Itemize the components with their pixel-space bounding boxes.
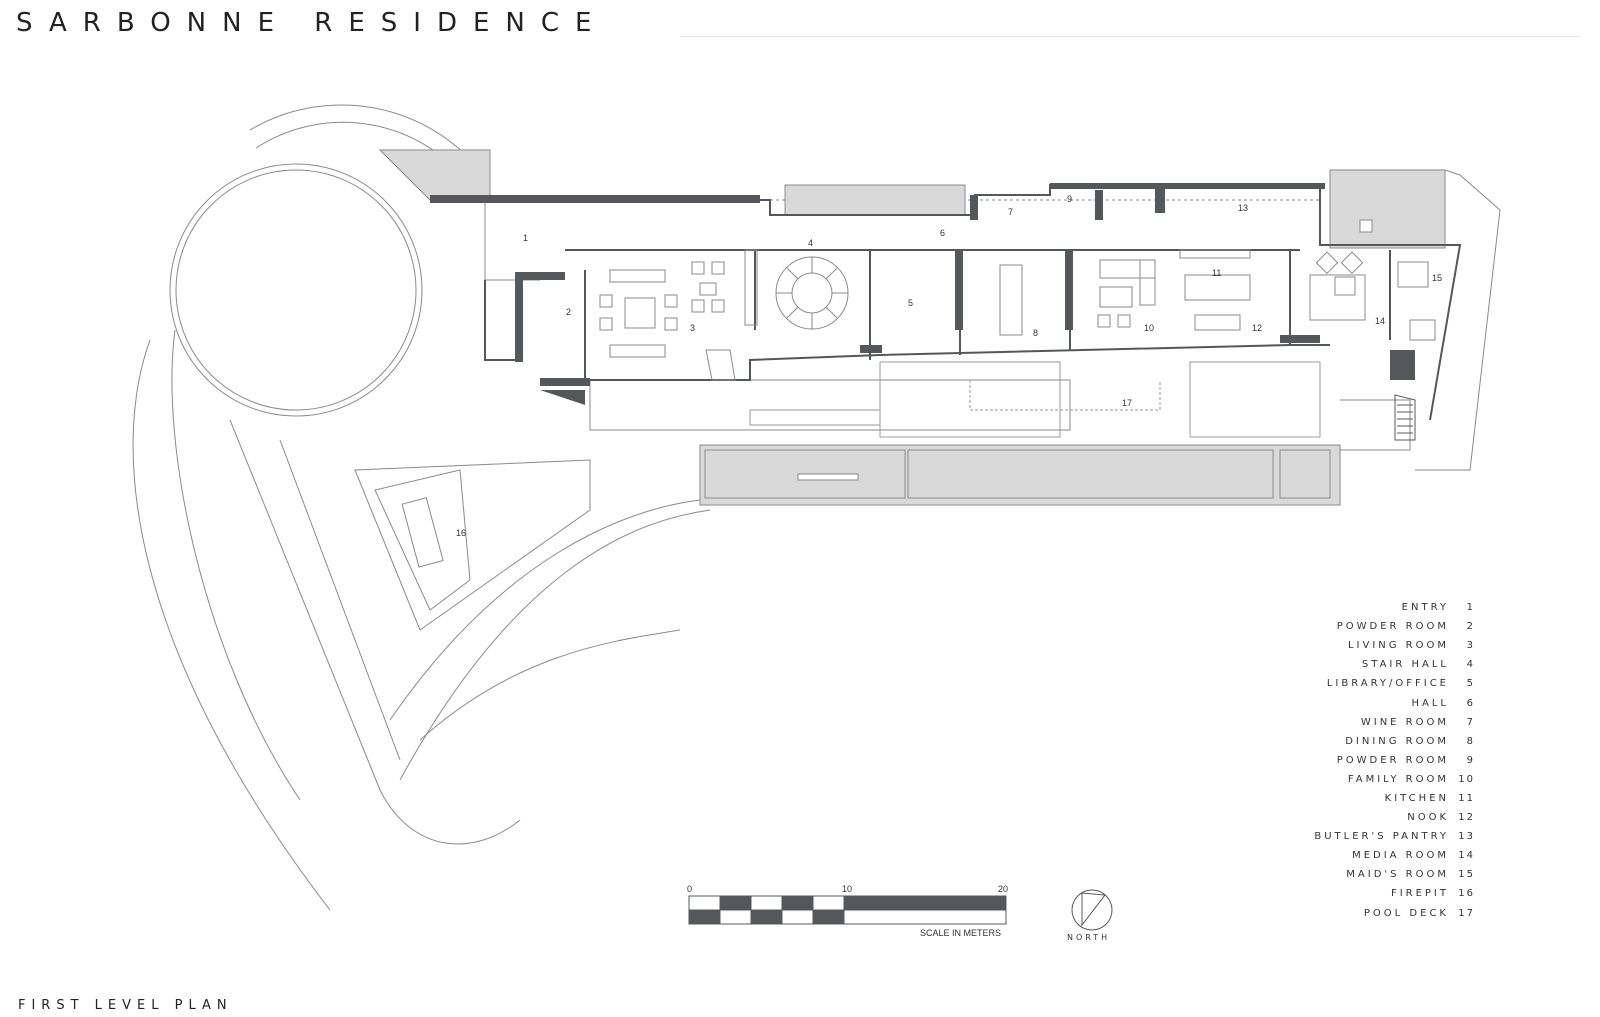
furniture (599, 249, 1436, 381)
legend-row: MEDIA ROOM 14 (1230, 846, 1475, 865)
legend-room-number: 7 (1466, 716, 1475, 728)
legend-row: FAMILY ROOM 10 (1230, 770, 1475, 789)
legend-room-name: LIVING ROOM (1347, 640, 1449, 652)
scale-tick-0: 0 (687, 884, 693, 894)
drawing-subtitle: FIRST LEVEL PLAN (18, 998, 233, 1013)
legend-row: STAIR HALL 4 (1230, 655, 1475, 674)
plan-label-16: 16 (456, 528, 466, 538)
curved-stair-top (249, 104, 481, 171)
plan-label-11: 11 (1212, 268, 1221, 278)
plan-label-6: 6 (940, 228, 945, 238)
north-label: NORTH (1067, 933, 1111, 942)
plan-label-9: 9 (1067, 194, 1072, 204)
pool-deck-lines (749, 361, 1321, 438)
legend-room-number: 10 (1458, 773, 1475, 785)
drawing-title: SARBONNE RESIDENCE (16, 8, 608, 38)
legend-row: FIREPIT 16 (1230, 884, 1475, 903)
plan-label-3: 3 (690, 323, 695, 333)
legend-room-name: FIREPIT (1390, 888, 1449, 900)
gray-fills (378, 149, 1446, 249)
legend-room-number: 9 (1466, 754, 1475, 766)
plan-label-14: 14 (1375, 316, 1385, 326)
legend-row: BUTLER'S PANTRY 13 (1230, 827, 1475, 846)
legend-row: MAID'S ROOM 15 (1230, 865, 1475, 884)
plan-label-12: 12 (1252, 323, 1262, 333)
legend-room-name: STAIR HALL (1361, 659, 1449, 671)
legend-room-number: 11 (1458, 792, 1475, 804)
legend-room-number: 3 (1466, 640, 1475, 652)
scale-bar (688, 895, 1007, 925)
legend-room-number: 13 (1458, 831, 1475, 843)
legend-room-number: 8 (1466, 735, 1475, 747)
legend-row: LIVING ROOM 3 (1230, 636, 1475, 655)
legend-room-name: ENTRY (1401, 602, 1449, 614)
legend-row: ENTRY 1 (1230, 598, 1475, 617)
legend-row: WINE ROOM 7 (1230, 713, 1475, 732)
title-rule (680, 36, 1580, 37)
legend-row: POWDER ROOM 2 (1230, 617, 1475, 636)
scale-tick-20: 20 (998, 884, 1009, 894)
plan-label-1: 1 (523, 233, 528, 243)
legend-room-name: MEDIA ROOM (1352, 850, 1449, 862)
legend-room-number: 1 (1466, 602, 1475, 614)
plan-label-2: 2 (566, 307, 571, 317)
legend-room-name: FAMILY ROOM (1347, 773, 1449, 785)
legend-room-name: POOL DECK (1363, 907, 1449, 919)
legend-room-number: 2 (1466, 621, 1475, 633)
plan-label-17: 17 (1122, 398, 1132, 408)
plan-label-10: 10 (1144, 323, 1154, 333)
firepit-outline (354, 459, 591, 631)
north-arrow-icon (1071, 889, 1113, 931)
plan-label-13: 13 (1238, 203, 1248, 213)
solid-wall-blocks (430, 183, 1415, 405)
legend-room-number: 12 (1458, 812, 1475, 824)
legend-room-name: NOOK (1407, 812, 1449, 824)
plan-label-5: 5 (908, 298, 913, 308)
legend-row: KITCHEN 11 (1230, 789, 1475, 808)
legend-row: POOL DECK 17 (1230, 904, 1475, 923)
legend-row: DINING ROOM 8 (1230, 732, 1475, 751)
plan-label-7: 7 (1008, 207, 1013, 217)
legend-room-name: BUTLER'S PANTRY (1314, 831, 1449, 843)
terrace-arc (399, 509, 711, 781)
legend-row: NOOK 12 (1230, 808, 1475, 827)
scale-label: SCALE IN METERS (920, 928, 1002, 938)
legend-room-name: LIBRARY/OFFICE (1326, 678, 1449, 690)
legend-room-number: 14 (1458, 850, 1475, 862)
drive-curve-outer (132, 339, 331, 911)
legend-row: LIBRARY/OFFICE 5 (1230, 674, 1475, 693)
legend-row: POWDER ROOM 9 (1230, 751, 1475, 770)
legend-room-number: 4 (1466, 659, 1475, 671)
right-steps (1394, 394, 1416, 441)
legend-room-number: 17 (1458, 907, 1475, 919)
legend-row: HALL 6 (1230, 693, 1475, 712)
legend-room-name: POWDER ROOM (1336, 754, 1449, 766)
scale-tick-10: 10 (842, 884, 853, 894)
legend-room-name: KITCHEN (1384, 792, 1449, 804)
round-terrace (169, 163, 423, 417)
legend-room-name: POWDER ROOM (1336, 621, 1449, 633)
legend-room-name: MAID'S ROOM (1346, 869, 1449, 881)
legend-room-number: 16 (1458, 888, 1475, 900)
legend-room-name: DINING ROOM (1345, 735, 1449, 747)
plan-label-4: 4 (808, 238, 813, 248)
legend-room-name: HALL (1411, 697, 1449, 709)
legend-room-number: 15 (1458, 869, 1475, 881)
site-outlines (132, 104, 1501, 911)
legend-room-number: 5 (1466, 678, 1475, 690)
plan-room-labels: 1 2 3 4 5 6 7 8 9 10 11 12 13 14 15 16 1… (456, 194, 1442, 538)
plan-label-8: 8 (1033, 328, 1038, 338)
legend-room-number: 6 (1466, 697, 1475, 709)
legend-room-name: WINE ROOM (1360, 716, 1449, 728)
plan-label-15: 15 (1432, 273, 1442, 283)
